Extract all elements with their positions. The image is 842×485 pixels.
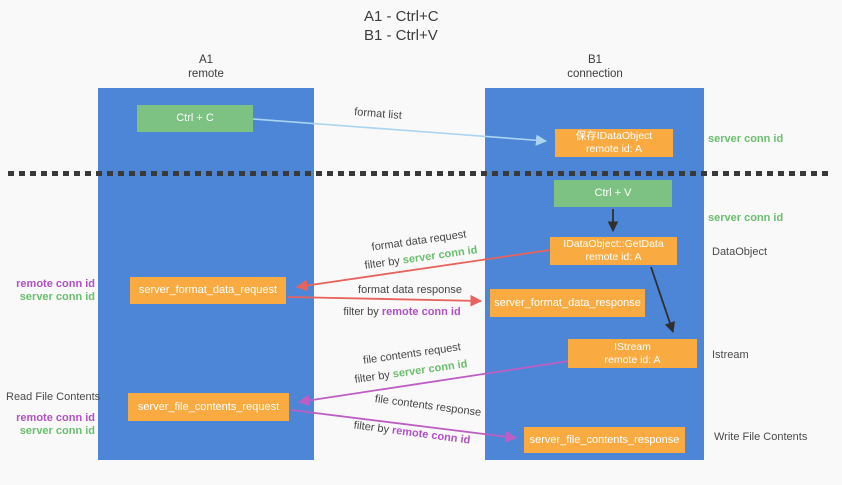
- server-conn-id-label-top: server conn id: [708, 133, 784, 145]
- server-conn-id-label-format: server conn id: [19, 291, 95, 303]
- server-format-data-request-box: server_format_data_request: [130, 277, 286, 304]
- title-line-1: A1 - Ctrl+C: [364, 8, 439, 25]
- file-contents-response-arrow: [290, 409, 518, 443]
- filter-by-remote-conn-id-label-1: filter by remote conn id: [343, 306, 460, 318]
- server-conn-id-label-mid: server conn id: [708, 212, 784, 224]
- getdata-to-istream-arrow: [650, 266, 675, 334]
- getdata-line2: remote id: A: [585, 251, 642, 263]
- remote-conn-id-text: remote conn id: [381, 306, 461, 318]
- lane-a1-role: remote: [188, 68, 224, 80]
- getdata-line1: IDataObject::GetData: [563, 238, 664, 250]
- server-conn-id-label-file: server conn id: [19, 425, 95, 437]
- format-data-request-arrow: [295, 249, 551, 292]
- idataobject-getdata-box: IDataObject::GetData remote id: A: [550, 237, 677, 265]
- ctrl-v-box: Ctrl + V: [554, 180, 672, 207]
- filter-by-text: filter by: [343, 306, 379, 318]
- remote-conn-id-label-file: remote conn id: [16, 412, 95, 424]
- title-line-2: B1 - Ctrl+V: [364, 27, 438, 44]
- save-idataobject-line1: 保存IDataObject: [575, 130, 653, 142]
- lane-header-b1: B1 connection: [535, 53, 655, 81]
- lane-b1-role: connection: [567, 68, 623, 80]
- format-data-response-arrow: [287, 294, 483, 307]
- file-conn-id-group: remote conn id server conn id: [8, 412, 95, 438]
- save-idataobject-box: 保存IDataObject remote id: A: [555, 129, 673, 157]
- diagram-title: A1 - Ctrl+C B1 - Ctrl+V: [364, 7, 439, 45]
- save-idataobject-line2: remote id: A: [585, 143, 643, 155]
- dataobject-label: DataObject: [712, 246, 768, 258]
- lane-header-a1: A1 remote: [146, 53, 266, 81]
- session-divider-dotted-line: [8, 171, 830, 176]
- lane-b1-name: B1: [587, 54, 603, 66]
- remote-conn-id-label-format: remote conn id: [16, 278, 95, 290]
- istream-line1: IStream: [614, 340, 651, 353]
- lane-a1-name: A1: [198, 54, 214, 66]
- format-data-response-label: format data response: [358, 284, 462, 296]
- format-list-arrow: [252, 118, 548, 146]
- ctrl-c-box: Ctrl + C: [137, 105, 253, 132]
- server-file-contents-request-box: server_file_contents_request: [128, 393, 289, 421]
- istream-label: Istream: [712, 349, 749, 361]
- istream-line2: remote id: A: [604, 353, 661, 366]
- istream-box: IStream remote id: A: [568, 339, 697, 368]
- format-conn-id-group: remote conn id server conn id: [8, 278, 95, 304]
- server-format-data-response-box: server_format_data_response: [490, 289, 645, 317]
- server-file-contents-response-box: server_file_contents_response: [524, 427, 685, 453]
- read-file-contents-label: Read File Contents: [6, 391, 101, 403]
- write-file-contents-label: Write File Contents: [714, 431, 808, 443]
- file-contents-request-arrow: [297, 360, 570, 407]
